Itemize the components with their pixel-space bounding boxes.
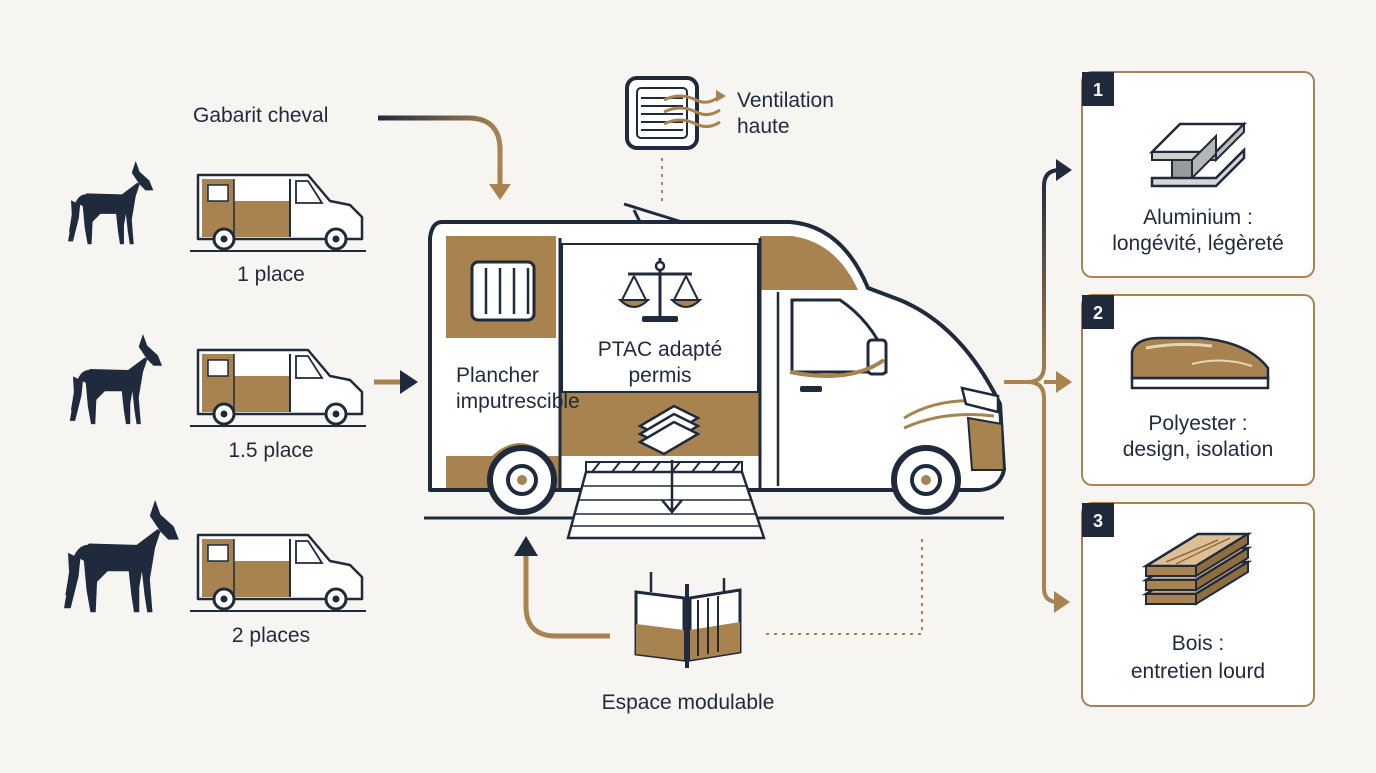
- size-to-van-arrow-head: [400, 370, 418, 394]
- horse-size-row-2: 1.5 place: [69, 334, 368, 462]
- material-number-1: 1: [1093, 80, 1103, 100]
- material-line-2b: design, isolation: [1123, 438, 1274, 461]
- horse-icon: [69, 334, 163, 425]
- gabarit-label: Gabarit cheval: [193, 104, 328, 127]
- modular-partition-icon: [634, 572, 742, 668]
- loading-ramp: [566, 461, 766, 540]
- material-line-1a: Aluminium :: [1143, 206, 1253, 229]
- van-1-5-place-icon: [188, 348, 368, 428]
- material-branch-connector: [1004, 159, 1072, 613]
- van-1-place-icon: [188, 173, 368, 253]
- size-label-2: 1.5 place: [228, 439, 313, 462]
- material-line-3b: entretien lourd: [1131, 660, 1265, 683]
- ptac-line-1: PTAC adapté: [598, 338, 723, 361]
- polyester-shell-icon: [1130, 336, 1270, 390]
- material-line-3a: Bois :: [1172, 632, 1225, 655]
- gabarit-arrow: [378, 115, 503, 186]
- espace-arrow: [523, 552, 610, 639]
- material-card-2: 2 Polyester : design, isolation: [1081, 294, 1315, 486]
- headlight: [960, 386, 1000, 414]
- ventilation-icon: [625, 76, 726, 150]
- floor-planks-icon: [637, 404, 701, 514]
- material-card-3: 3 Bois : entretien lourd: [1081, 502, 1315, 707]
- horse-size-row-1: 1 place: [68, 161, 368, 286]
- van-2-places-icon: [188, 533, 368, 613]
- gabarit-arrow-head: [489, 184, 511, 200]
- size-label-1: 1 place: [237, 263, 305, 286]
- espace-dotted-connector: [766, 536, 923, 635]
- horse-size-row-3: 2 places: [64, 500, 368, 647]
- wood-planks-icon: [1141, 532, 1253, 606]
- material-line-2a: Polyester :: [1148, 412, 1247, 435]
- material-card-1: 1 Aluminium : longévité, légèreté: [1081, 71, 1315, 278]
- material-number-3: 3: [1093, 511, 1103, 531]
- size-label-3: 2 places: [232, 624, 310, 647]
- ventilation-line-2: haute: [737, 115, 790, 138]
- scale-icon: [617, 258, 703, 322]
- plancher-line-2: imputrescible: [456, 390, 580, 413]
- ptac-line-2: permis: [628, 364, 691, 387]
- ventilation-line-1: Ventilation: [737, 89, 834, 112]
- draft-horse-icon: [64, 500, 179, 613]
- espace-label: Espace modulable: [602, 691, 775, 714]
- pony-icon: [68, 161, 154, 245]
- material-line-1b: longévité, légèreté: [1112, 232, 1284, 255]
- aluminium-beam-icon: [1148, 121, 1248, 188]
- side-vent-grille: [470, 260, 536, 322]
- plancher-line-1: Plancher: [456, 364, 539, 387]
- espace-arrow-head: [514, 536, 538, 556]
- central-van: [424, 202, 1006, 520]
- material-number-2: 2: [1093, 303, 1103, 323]
